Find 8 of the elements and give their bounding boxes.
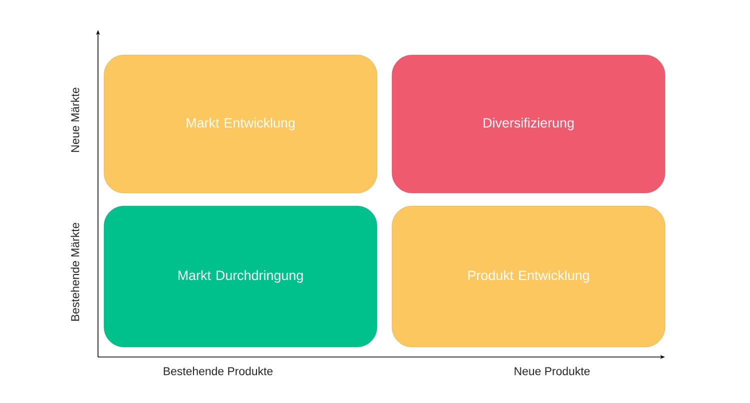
axis-label: Neue Produkte xyxy=(514,366,590,376)
axis-label: Bestehende Produkte xyxy=(164,366,273,376)
quadrant-box: Produkt Entwicklung xyxy=(392,206,666,348)
axis-label: Neue Märkte xyxy=(70,88,80,152)
quadrant-box: Markt Durchdringung xyxy=(104,206,378,348)
axis-label: Bestehende Märkte xyxy=(70,222,80,321)
quadrant-box: Markt Entwicklung xyxy=(104,54,378,194)
quadrant-box: Diversifizierung xyxy=(392,54,666,194)
